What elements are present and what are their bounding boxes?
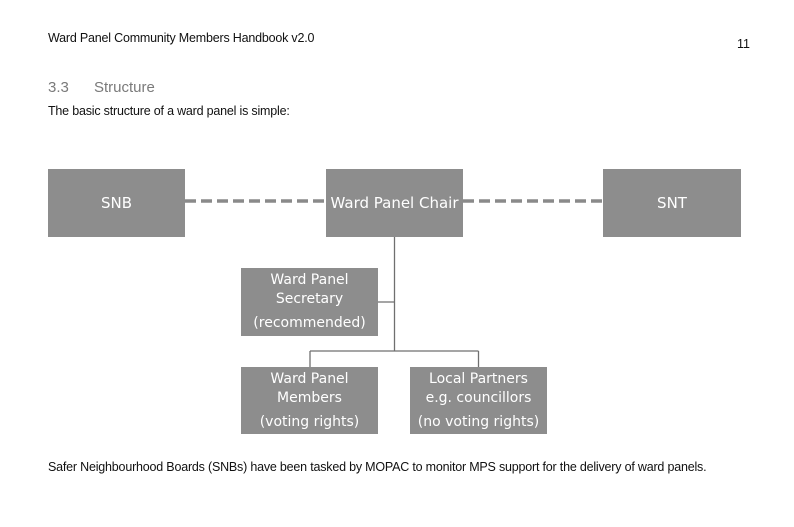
section-title: Structure — [94, 79, 155, 96]
node-snb: SNB — [48, 169, 185, 237]
node-partners-line1: Local Partners — [429, 370, 528, 387]
node-ward-panel-members: Ward Panel Members (voting rights) — [241, 367, 378, 434]
node-secretary-note: (recommended) — [253, 315, 366, 331]
node-ward-panel-secretary: Ward Panel Secretary (recommended) — [241, 268, 378, 336]
running-header: Ward Panel Community Members Handbook v2… — [48, 31, 315, 45]
node-members-line2: Members — [277, 389, 342, 406]
node-secretary-line1: Ward Panel — [270, 272, 349, 288]
node-local-partners: Local Partners e.g. councillors (no voti… — [410, 367, 547, 434]
section-heading: 3.3 Structure — [48, 79, 155, 96]
node-chair-label: Ward Panel Chair — [330, 193, 459, 212]
section-number: 3.3 — [48, 79, 69, 96]
intro-text: The basic structure of a ward panel is s… — [48, 104, 290, 118]
node-ward-panel-chair: Ward Panel Chair — [326, 169, 463, 237]
node-secretary-line2: Secretary — [275, 291, 344, 307]
body-paragraph: Safer Neighbourhood Boards (SNBs) have b… — [48, 460, 707, 474]
node-members-note: (voting rights) — [259, 413, 360, 430]
node-snt: SNT — [603, 169, 741, 237]
page-number: 11 — [737, 37, 750, 51]
node-snb-label: SNB — [100, 193, 133, 212]
node-members-line1: Ward Panel — [270, 370, 349, 387]
node-snt-label: SNT — [657, 193, 687, 212]
node-partners-line2: e.g. councillors — [425, 389, 532, 406]
node-partners-note: (no voting rights) — [417, 413, 540, 430]
